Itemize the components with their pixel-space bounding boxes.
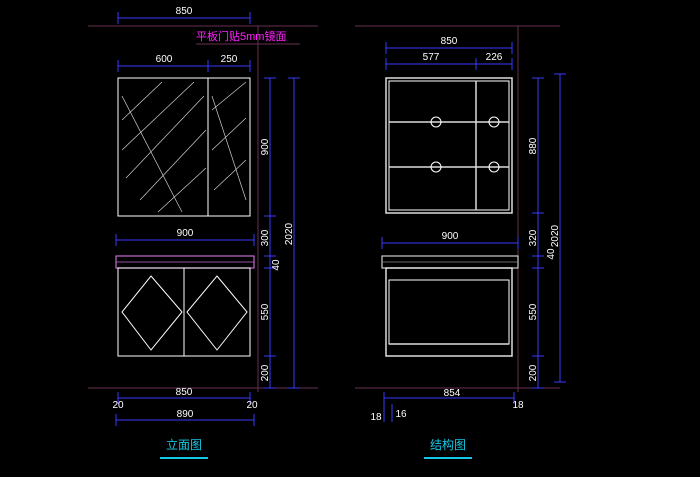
upper-cabinet-inner [388, 80, 510, 211]
hinge-hole [430, 161, 442, 173]
dim-label: 200 [528, 364, 539, 381]
dim-label: 890 [177, 409, 194, 420]
dim-label: 20 [246, 400, 258, 411]
dim-label: 320 [528, 229, 539, 246]
mirror-cabinet-frame [117, 77, 251, 217]
dim-label: 40 [271, 259, 282, 271]
view-title-elevation: 立面图 [166, 437, 202, 452]
dim-vanity-width: 900 [381, 231, 519, 249]
dim-label: 850 [176, 387, 193, 398]
dim-vertical-stack: 880 320 40 550 200 2020 [528, 73, 566, 389]
dim-label: 577 [423, 52, 440, 63]
base-cabinet-opening [388, 279, 510, 345]
dim-bottom: 854 18 18 16 [370, 388, 524, 423]
dim-label: 200 [260, 364, 271, 381]
upper-cabinet-frame [385, 77, 513, 214]
mirror-cabinet [117, 77, 251, 217]
hinge-hole [430, 116, 442, 128]
base-cabinet-structure [385, 267, 513, 357]
dim-label: 20 [112, 400, 124, 411]
dim-label: 16 [395, 409, 407, 420]
dim-label: 900 [260, 138, 271, 155]
dim-top-width: 850 [117, 6, 251, 24]
dim-label: 600 [156, 54, 173, 65]
upper-cabinet-structure [385, 77, 513, 214]
dim-label: 850 [176, 6, 193, 17]
dim-label: 2020 [284, 222, 295, 245]
dim-label: 850 [441, 36, 458, 47]
dim-label: 18 [512, 400, 524, 411]
dim-label: 900 [177, 228, 194, 239]
hinge-hole [488, 116, 500, 128]
dim-shelf-split: 577 226 [385, 52, 513, 70]
note-mirror-door: 平板门贴5mm镜面 [196, 29, 286, 43]
dim-label: 18 [370, 412, 382, 423]
elevation-view: 850 平板门贴5mm镜面 600 250 [88, 6, 318, 459]
base-cabinet [117, 267, 251, 357]
door-left-diamond [121, 275, 183, 351]
dim-vanity-width: 900 [115, 228, 255, 246]
dim-label: 226 [486, 52, 503, 63]
view-title-structure: 结构图 [430, 437, 466, 452]
dim-mirror-split: 600 250 [117, 54, 251, 72]
dim-label: 300 [260, 229, 271, 246]
dim-label: 900 [442, 231, 459, 242]
base-cabinet-frame [385, 267, 513, 357]
dim-bottom: 850 20 20 890 [112, 387, 258, 426]
structure-view: 850 577 226 900 [355, 25, 566, 459]
door-right-diamond [186, 275, 248, 351]
dim-label: 880 [528, 137, 539, 154]
hinge-hole [488, 161, 500, 173]
dim-label: 250 [221, 54, 238, 65]
dim-top-width: 850 [385, 36, 513, 54]
dim-label: 40 [546, 248, 557, 260]
dim-vertical-stack: 900 300 40 550 200 2020 [260, 77, 300, 389]
dim-label: 854 [444, 388, 461, 399]
dim-label: 2020 [550, 224, 561, 247]
dim-label: 550 [528, 303, 539, 320]
dim-label: 550 [260, 303, 271, 320]
